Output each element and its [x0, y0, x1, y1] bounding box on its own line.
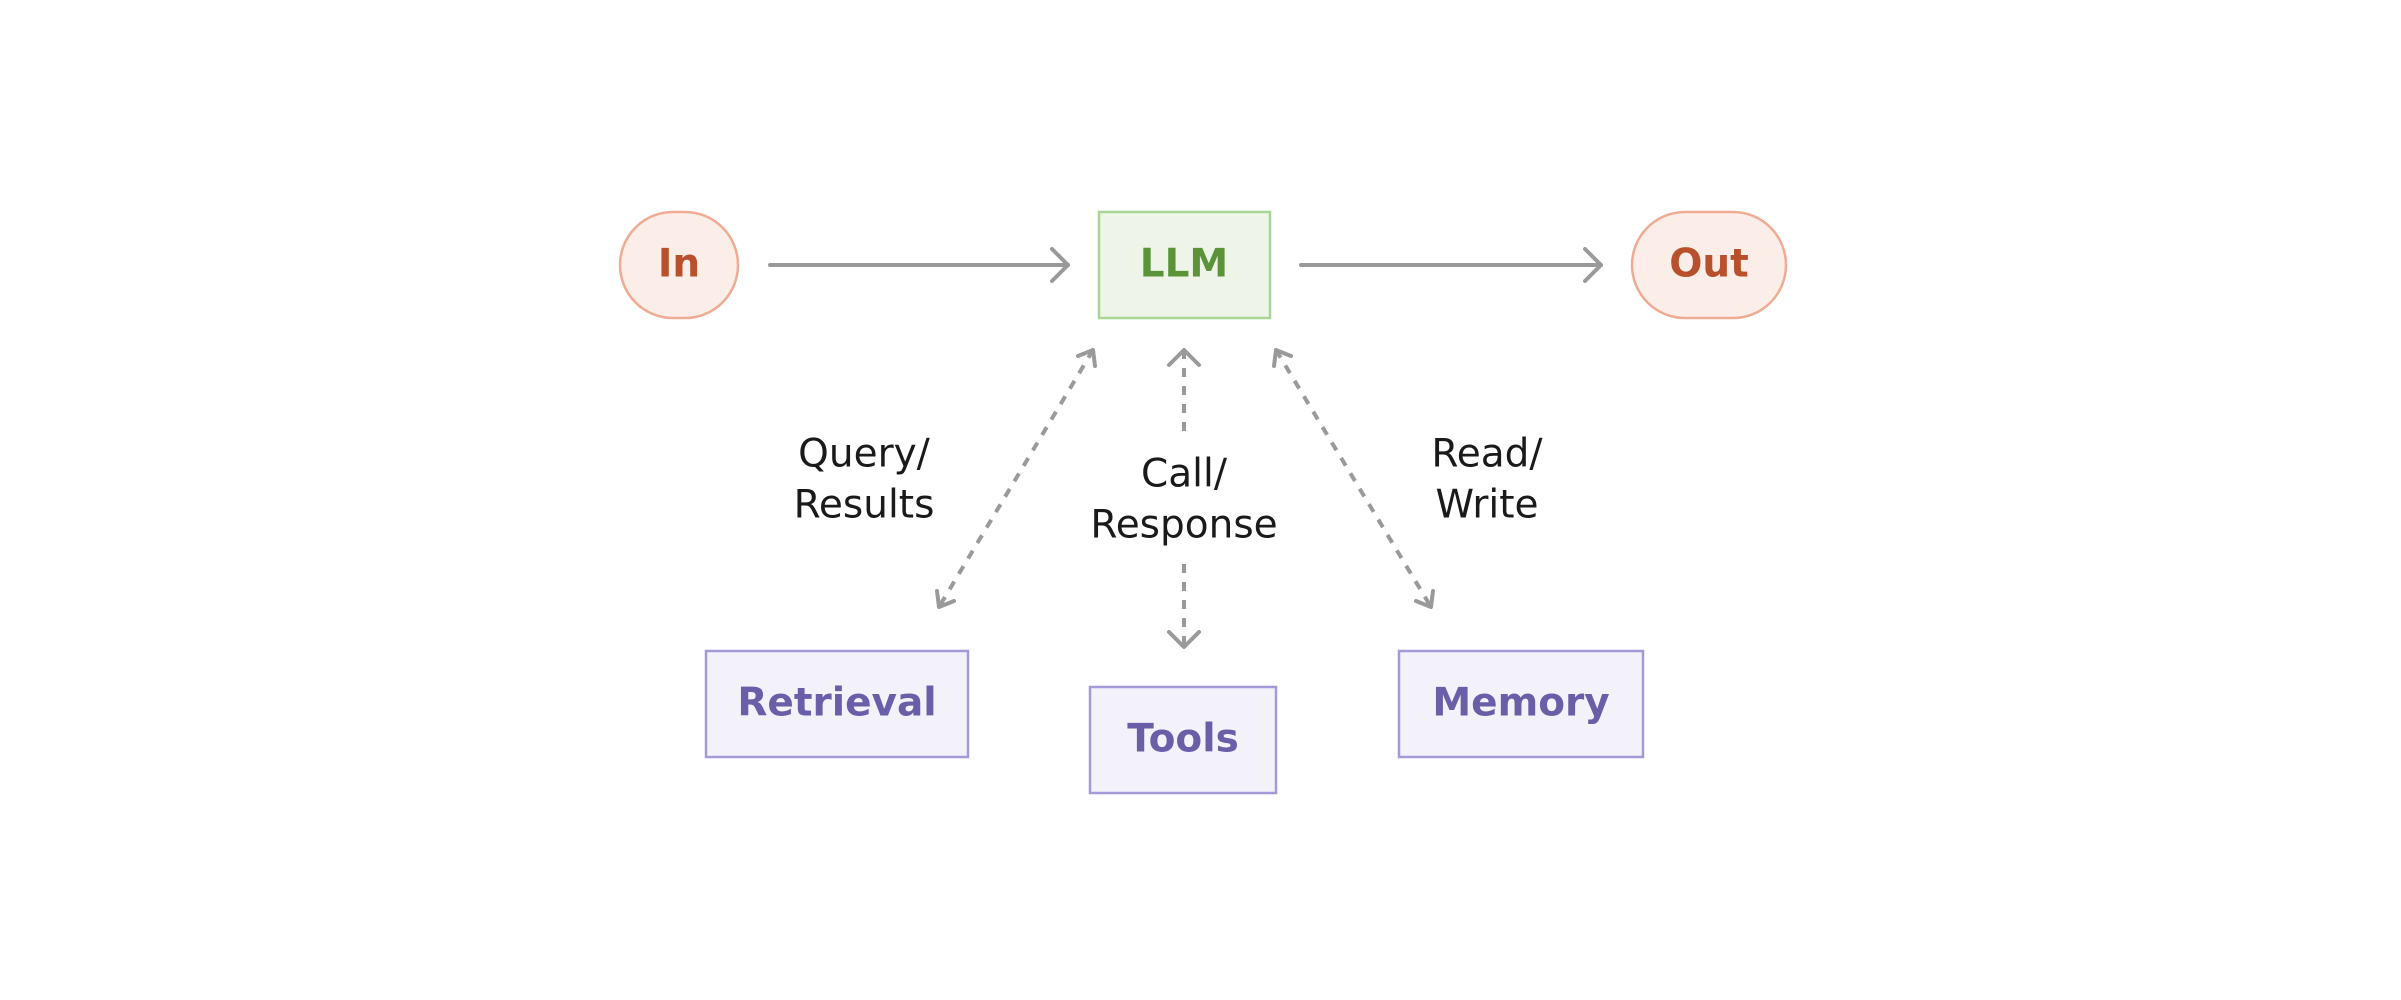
- input-node: In: [618, 210, 740, 320]
- retrieval-node: Retrieval: [704, 649, 970, 759]
- memory-node-shape: [1397, 649, 1645, 759]
- llm-node: LLM: [1097, 210, 1272, 320]
- output-node-shape: [1630, 210, 1788, 320]
- arrow-llm-retrieval: [935, 348, 1097, 609]
- arrow-input-to-llm: [768, 247, 1070, 283]
- edge-label-query: Query/: [798, 432, 931, 477]
- output-node-label: Out: [1669, 242, 1749, 287]
- edge-label-response: Response: [1090, 503, 1277, 548]
- memory-node-label: Memory: [1432, 681, 1609, 726]
- edge-label-read: Read/: [1431, 432, 1543, 477]
- tools-node-shape: [1088, 685, 1278, 795]
- edge-label-write: Write: [1436, 483, 1539, 528]
- tools-node: Tools: [1088, 685, 1278, 795]
- output-node: Out: [1630, 210, 1788, 320]
- llm-node-label: LLM: [1140, 242, 1229, 287]
- arrow-llm-tools: [1167, 348, 1201, 649]
- tools-node-label: Tools: [1127, 717, 1239, 762]
- input-node-shape: [618, 210, 740, 320]
- retrieval-node-shape: [704, 649, 970, 759]
- edge-label-read-write: Read/ Write: [1431, 432, 1543, 528]
- edge-label-call-response: Call/ Response: [1090, 452, 1277, 548]
- llm-node-shape: [1097, 210, 1272, 320]
- memory-node: Memory: [1397, 649, 1645, 759]
- input-node-label: In: [658, 242, 700, 287]
- arrow-llm-to-output: [1299, 247, 1603, 283]
- edge-label-results: Results: [794, 483, 935, 528]
- edge-label-query-results: Query/ Results: [794, 432, 935, 528]
- arrow-llm-memory: [1272, 348, 1435, 609]
- edge-label-call: Call/: [1141, 452, 1228, 497]
- retrieval-node-label: Retrieval: [737, 681, 936, 726]
